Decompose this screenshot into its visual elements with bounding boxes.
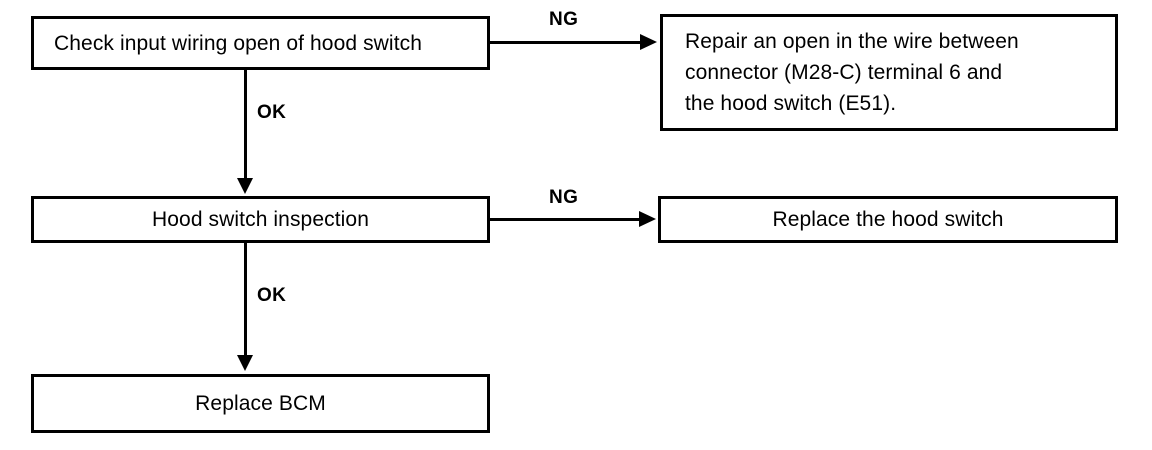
edge-label-ok-2: OK: [257, 285, 287, 306]
flow-node-repair-open-wire[interactable]: Repair an open in the wire between conne…: [660, 14, 1118, 131]
flow-node-replace-bcm[interactable]: Replace BCM: [31, 374, 490, 433]
flow-node-label: Check input wiring open of hood switch: [54, 31, 423, 55]
flow-node-label: Replace the hood switch: [772, 208, 1004, 231]
connector-ng-check-wiring-to-repair: [490, 41, 642, 44]
edge-label-ng-2: NG: [549, 187, 579, 208]
edge-label-ok-1: OK: [257, 102, 287, 123]
flow-node-label: Hood switch inspection: [152, 208, 369, 231]
arrow-right-icon: [639, 211, 656, 227]
flow-node-check-input-wiring[interactable]: Check input wiring open of hood switch: [31, 16, 490, 70]
flow-node-hood-switch-inspection[interactable]: Hood switch inspection: [31, 196, 490, 243]
edge-label-ng-1: NG: [549, 9, 579, 30]
flow-node-label: Replace BCM: [195, 392, 326, 415]
flow-node-replace-hood-switch[interactable]: Replace the hood switch: [658, 196, 1118, 243]
arrow-down-icon: [237, 178, 253, 194]
arrow-right-icon: [640, 34, 657, 50]
connector-ng-inspection-to-replace-switch: [490, 218, 641, 221]
arrow-down-icon: [237, 355, 253, 371]
connector-ok-inspection-to-replace-bcm: [244, 243, 247, 356]
connector-ok-check-wiring-to-inspection: [244, 70, 247, 180]
flow-node-label: Repair an open in the wire between conne…: [685, 29, 1019, 116]
